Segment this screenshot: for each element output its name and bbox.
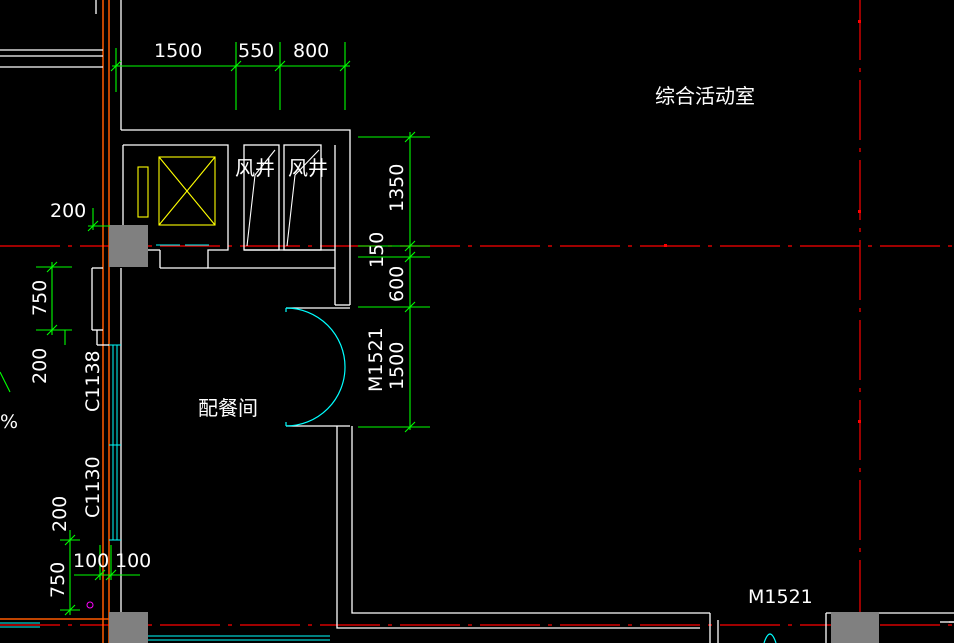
window-label-lower: C1130: [82, 456, 104, 518]
dimension-label: 1350: [386, 164, 408, 212]
dimension-label: 600: [386, 266, 408, 302]
axis-dots: [664, 20, 861, 423]
door-swing-upper: [285, 307, 346, 368]
dimension-label: 100: [115, 550, 151, 572]
column: [109, 612, 148, 643]
elevator-symbol: [137, 156, 216, 226]
cropped-text-fragment: %: [0, 411, 18, 433]
room-label-pantry: 配餐间: [198, 396, 258, 420]
column: [109, 225, 148, 267]
dimension-label: 550: [238, 40, 274, 62]
dimension-label: 200: [49, 496, 71, 532]
door-label-bottom: M1521: [748, 586, 813, 608]
dimension-label: 200: [29, 348, 51, 384]
dimension-label: 750: [47, 562, 69, 598]
columns: [109, 225, 879, 643]
dimension-label: 800: [293, 40, 329, 62]
window-label-upper: C1138: [82, 350, 104, 412]
dimension-label: 200: [50, 200, 86, 222]
dimension-label: 150: [366, 232, 388, 268]
doors: [285, 307, 777, 643]
dimension-label: 1500: [386, 342, 408, 390]
door-swing-bottom: [763, 633, 777, 643]
door-swing-lower: [285, 366, 346, 427]
shaft-label-left: 风井: [235, 156, 275, 180]
dimension-label: 100: [73, 550, 109, 572]
window-glazing: [0, 244, 330, 641]
door-label-right: M1521: [365, 327, 387, 392]
dimension-lines: [0, 42, 430, 616]
dimension-label: 750: [29, 280, 51, 316]
column: [831, 612, 879, 643]
shaft-label-right: 风井: [288, 156, 328, 180]
dimension-label: 1500: [154, 40, 202, 62]
shaft-diagonals: [246, 149, 320, 247]
marker-circle: [86, 601, 94, 609]
room-label-activity: 综合活动室: [655, 84, 755, 108]
